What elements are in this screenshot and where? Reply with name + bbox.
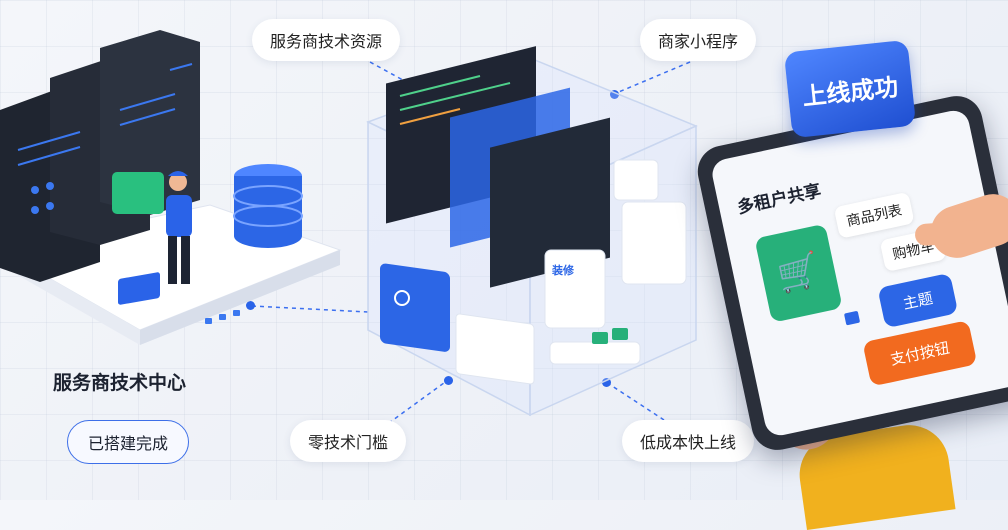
pay-button[interactable]: 支付按钮 [862,320,978,387]
label-provider-resources: 服务商技术资源 [252,19,401,61]
connector-dot [602,378,611,387]
server-illustration [0,30,342,345]
success-bubble: 上线成功 [783,39,917,139]
label-merchant-miniapp: 商家小程序 [640,19,757,61]
label-low-cost: 低成本快上线 [622,420,755,462]
shopping-cart-icon: 🛒 [773,249,824,298]
lock-icon [843,310,861,326]
mini-card-label: 装修 [552,264,574,277]
cart-card: 🛒 [754,223,843,323]
multi-tenant-label: 多租户共享 [735,181,823,219]
glass-cube-illustration [366,46,698,417]
connector-dot [246,301,255,310]
connector-dot [610,90,619,99]
tech-center-title: 服务商技术中心 [53,372,187,394]
tablet-screen: 多租户共享 🛒 商品列表 购物车 主题 支付按钮 [709,107,1008,439]
status-badge: 已搭建完成 [67,420,190,464]
product-list-tag: 商品列表 [833,191,915,239]
theme-button[interactable]: 主题 [877,272,959,329]
connector-dot [444,376,453,385]
label-zero-barrier: 零技术门槛 [290,420,407,462]
